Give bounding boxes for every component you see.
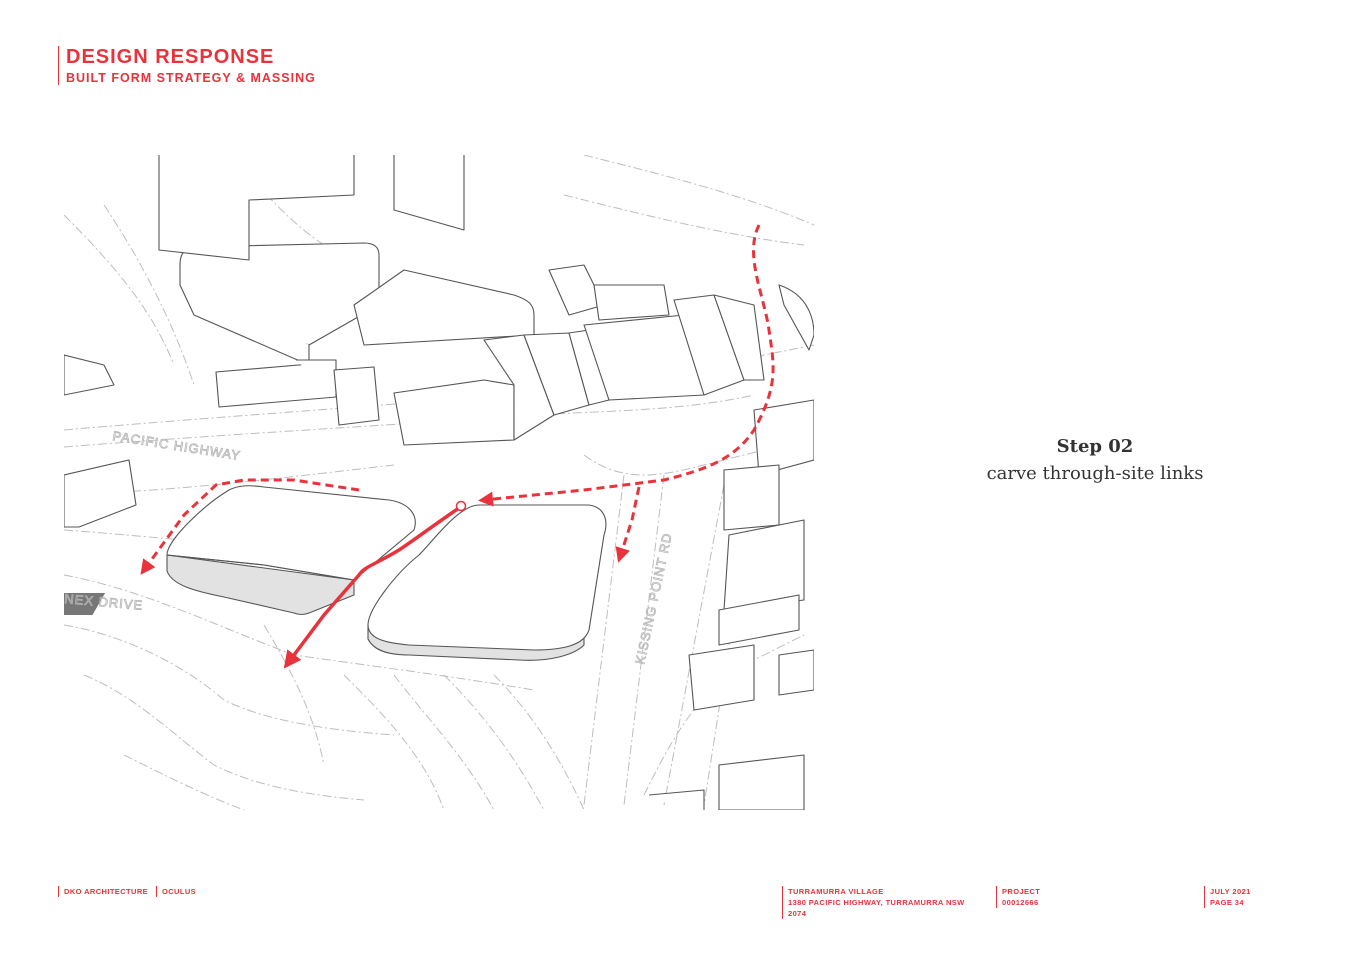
footer-project-info: TURRAMURRA VILLAGE 1380 PACIFIC HIGHWAY,… [782, 886, 978, 919]
page-header: DESIGN RESPONSE BUILT FORM STRATEGY & MA… [58, 46, 316, 85]
kissing-point-link-arrow [615, 486, 641, 563]
primary-link-arrow [283, 506, 460, 669]
footer-date-page: JULY 2021 PAGE 34 [1204, 886, 1251, 908]
axonometric-site-drawing: PACIFIC HIGHWAY NEX DRIVE KISSING POINT … [50, 154, 815, 811]
link-origin-marker [455, 500, 467, 512]
footer-client-name: OCULUS [162, 887, 197, 896]
footer-project-code: 00012666 [1002, 898, 1039, 907]
footer-project-name: TURRAMURRA VILLAGE [788, 887, 884, 896]
footer-firm-name: DKO ARCHITECTURE [64, 887, 149, 896]
street-label-annex-drive: NEX DRIVE [64, 591, 144, 613]
through-site-links [140, 224, 775, 669]
footer-client: OCULUS [156, 886, 196, 897]
page-title: DESIGN RESPONSE [66, 46, 275, 68]
footer-date: JULY 2021 [1210, 887, 1251, 896]
footer-project-address: 1380 PACIFIC HIGHWAY, TURRAMURRA NSW 207… [788, 898, 965, 918]
step-description: Step 02 carve through-site links [960, 436, 1230, 484]
footer-project-number: PROJECT 00012666 [996, 886, 1040, 908]
proposed-building-right [367, 504, 607, 661]
context-buildings [63, 155, 815, 811]
street-label-kissing-point-rd: KISSING POINT RD [632, 531, 675, 665]
step-title: Step 02 [1056, 436, 1134, 457]
contour-lines [63, 154, 815, 811]
page-subtitle: BUILT FORM STRATEGY & MASSING [66, 71, 316, 85]
massing-diagram: PACIFIC HIGHWAY NEX DRIVE KISSING POINT … [50, 154, 815, 811]
footer-project-label: PROJECT [1002, 887, 1041, 896]
proposed-building-left [50, 485, 416, 616]
annex-drive-link-arrow [140, 478, 360, 575]
footer-firm: DKO ARCHITECTURE [58, 886, 148, 897]
street-label-pacific-highway: PACIFIC HIGHWAY [112, 428, 242, 463]
step-caption: carve through-site links [986, 463, 1204, 484]
footer-page-number: PAGE 34 [1210, 898, 1244, 907]
highway-link-arrow [478, 224, 775, 507]
